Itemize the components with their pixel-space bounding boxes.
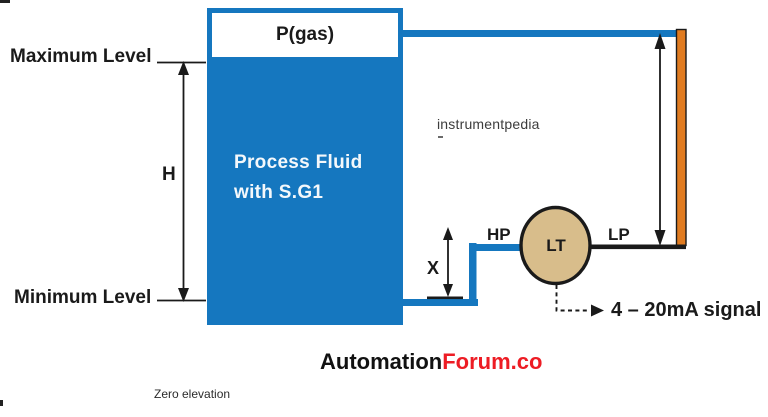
h-dimension-label: H (162, 164, 176, 185)
right-span-arrowhead-down (654, 230, 666, 246)
bottom-pipe-tick (427, 296, 463, 300)
automationforum-brand: AutomationForum.co (320, 349, 542, 375)
top-gas-pipe (403, 30, 686, 37)
process-tank: P(gas) Process Fluid with S.G1 (207, 8, 403, 325)
lp-impulse-line (589, 244, 686, 250)
lp-port-label: LP (608, 225, 630, 244)
x-dimension-label: X (427, 258, 440, 278)
x-span-arrowhead-down (443, 284, 453, 297)
gas-pressure-label: P(gas) (275, 24, 335, 45)
signal-dashed-line (555, 285, 589, 312)
signal-arrowhead (591, 304, 604, 317)
right-span-arrowhead-up (654, 33, 666, 49)
instrumentpedia-watermark: instrumentpedia (437, 116, 540, 132)
minimum-level-label: Minimum Level (14, 287, 152, 308)
h-span-arrowhead-up (178, 61, 189, 75)
h-span-arrowhead-down (178, 288, 189, 302)
edge-artifact-bottom-left (0, 400, 3, 406)
zero-elevation-label: Zero elevation (154, 387, 231, 401)
brand-forum-text: Forum.co (442, 349, 543, 374)
gas-space-box: P(gas) (207, 8, 403, 62)
edge-artifact-top-left (0, 0, 10, 3)
x-span-arrowhead-up (443, 227, 453, 240)
signal-output-label: 4 – 20mA signal (611, 299, 762, 321)
watermark-dash (438, 136, 443, 138)
maximum-level-label: Maximum Level (10, 46, 152, 67)
reference-leg-column (675, 28, 687, 247)
riser-pipe (469, 243, 477, 306)
bottom-tap-pipe (403, 299, 478, 306)
process-fluid-label-line1: Process Fluid (234, 152, 363, 173)
lt-transmitter-circle (519, 205, 592, 286)
process-fluid-label: Process Fluid with S.G1 (234, 148, 363, 208)
transmitter-tag: LT (546, 236, 566, 255)
hp-impulse-pipe (476, 244, 522, 251)
brand-automation-text: Automation (320, 349, 443, 374)
hp-port-label: HP (487, 225, 511, 244)
process-fluid-label-line2: with S.G1 (234, 182, 324, 203)
